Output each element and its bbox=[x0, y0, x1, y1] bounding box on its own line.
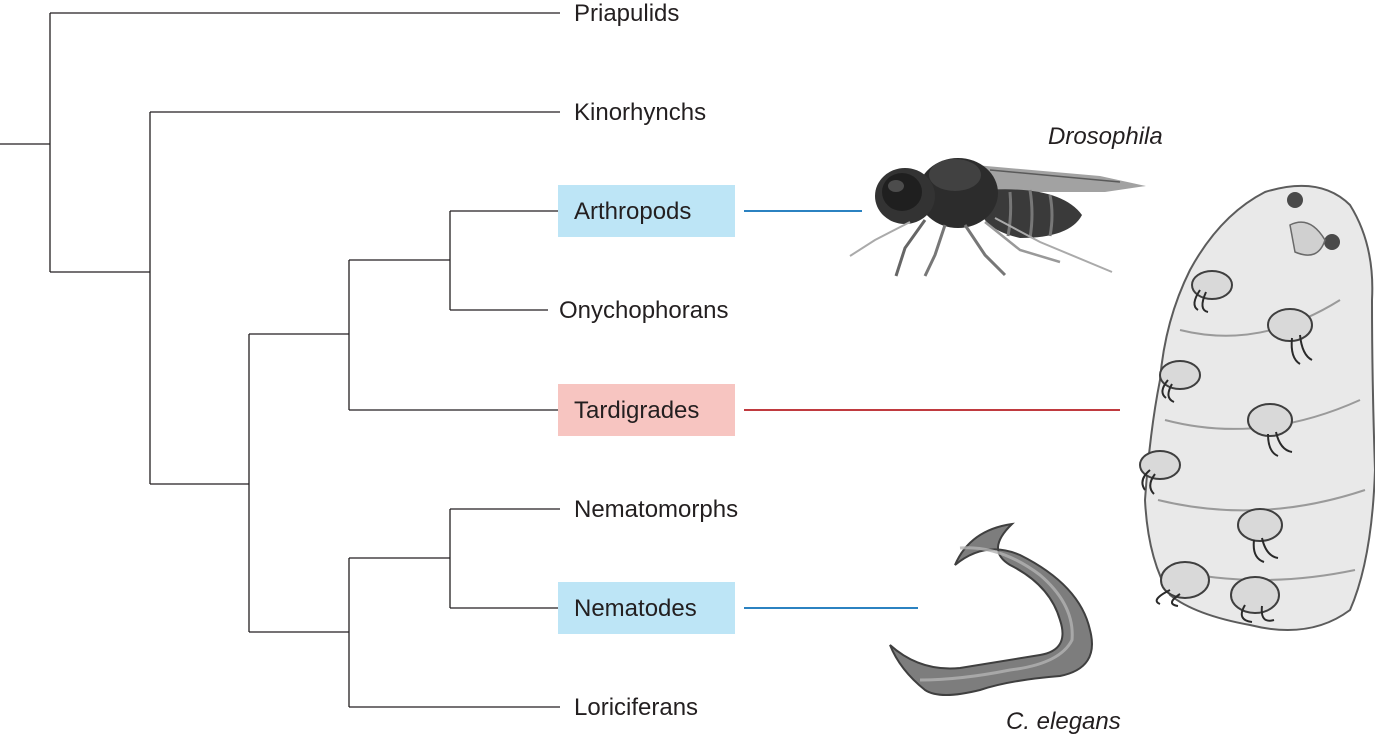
taxon-label-nematomorphs: Nematomorphs bbox=[574, 496, 738, 523]
tree-branches bbox=[0, 13, 560, 707]
taxon-label-tardigrades: Tardigrades bbox=[574, 397, 699, 424]
taxon-label-kinorhynchs: Kinorhynchs bbox=[574, 99, 706, 126]
worm-icon bbox=[890, 524, 1092, 695]
tardigrade-icon bbox=[1140, 186, 1375, 630]
taxon-label-loriciferans: Loriciferans bbox=[574, 694, 698, 721]
species-label-drosophila: Drosophila bbox=[1048, 123, 1163, 150]
taxon-label-onychophorans: Onychophorans bbox=[559, 297, 728, 324]
taxon-label-priapulids: Priapulids bbox=[574, 0, 679, 27]
species-label-c-elegans: C. elegans bbox=[1006, 708, 1121, 735]
taxon-label-arthropods: Arthropods bbox=[574, 198, 691, 225]
taxon-label-nematodes: Nematodes bbox=[574, 595, 697, 622]
fly-icon bbox=[850, 158, 1146, 276]
